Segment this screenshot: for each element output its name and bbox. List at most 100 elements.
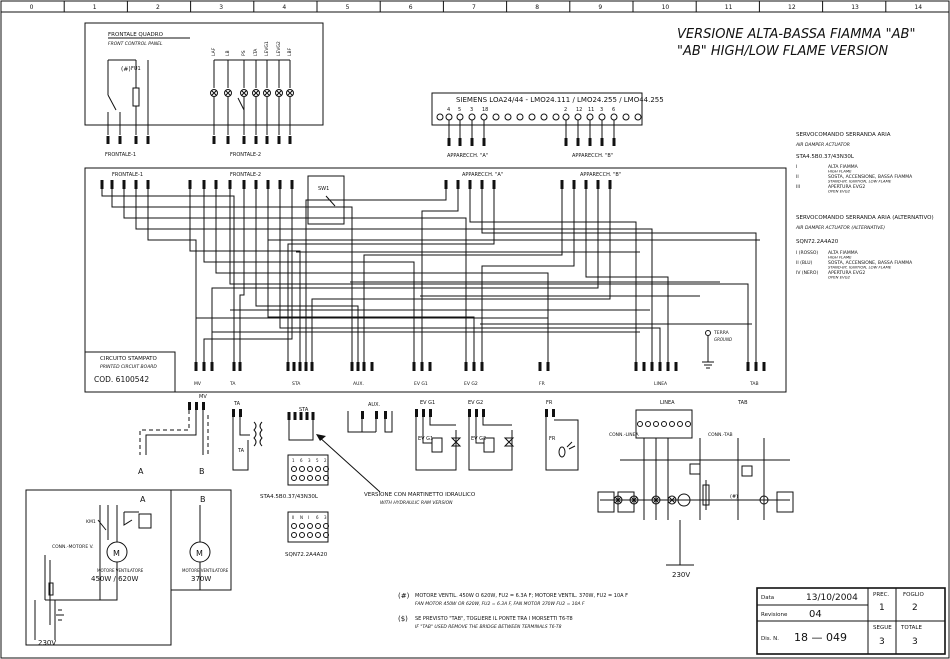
pcb-bottom-pin	[202, 362, 206, 371]
pcb-trace	[147, 189, 197, 362]
linea-230v: 230V	[672, 571, 690, 579]
ruler-number: 1	[93, 4, 97, 11]
pcb-top-pin	[134, 180, 138, 189]
pcb-top-pin	[100, 180, 104, 189]
pcb-trace	[189, 189, 301, 362]
pcb-trace	[481, 189, 575, 362]
terminal-screw-icon	[634, 113, 642, 121]
connector-pin	[265, 136, 269, 144]
siemens-terminal-number: 2	[564, 107, 567, 113]
siemens-terminal-number: 5	[458, 107, 461, 113]
pcb-bottom-pin	[746, 362, 750, 371]
connector-pin	[588, 138, 592, 146]
pcb-bottom-pin	[480, 362, 484, 371]
pcb-top-pin	[266, 180, 270, 189]
terminal-screw-icon	[516, 113, 524, 121]
ruler-number: 12	[788, 4, 796, 11]
sta-label: STA	[299, 407, 309, 413]
ruler-number: 6	[409, 4, 413, 11]
pcb-connector-label: EV G1	[414, 381, 428, 387]
connector-pin	[212, 136, 216, 144]
motor-a-m: M	[113, 549, 120, 558]
terminal-screw-icon	[637, 421, 643, 427]
terminal-screw-icon	[610, 113, 618, 121]
siemens-label: SIEMENS LOA24/44 - LMO24.111 / LMO24.255…	[456, 96, 664, 104]
motor-ground-icon	[56, 609, 64, 621]
terminal-screw-icon	[456, 113, 464, 121]
terminal-screw-icon	[552, 113, 560, 121]
ruler-number: 11	[725, 4, 733, 11]
terminal-screw-icon	[598, 113, 606, 121]
pcb-trace	[469, 189, 637, 362]
pcb-bottom-pin	[658, 362, 662, 371]
thermostat-icon	[689, 463, 701, 475]
connector-pin	[576, 138, 580, 146]
servo-item-it: ALTA FIAMMA	[828, 250, 859, 256]
sqn-model-label: SQN72.2A4A20	[285, 552, 328, 558]
terminal-screw-icon	[323, 523, 329, 529]
fu2-fuse-icon	[48, 582, 54, 596]
lamp-cross	[241, 90, 247, 96]
pcb-trace	[203, 189, 415, 362]
terminal-screw-icon	[315, 475, 321, 481]
lamp-icon	[263, 89, 271, 97]
terminal-number: 6	[316, 515, 319, 520]
ruler-number: 14	[914, 4, 922, 11]
pcb-trace	[203, 189, 293, 362]
siemens-control-box: SIEMENS LOA24/44 - LMO24.111 / LMO24.255…	[431, 92, 664, 159]
terminal-screw-icon	[291, 532, 297, 538]
pcb-bottom-pin	[472, 362, 476, 371]
evg2-label: EV G2	[468, 400, 483, 406]
servo-item-code: II (BLU)	[796, 260, 813, 266]
motor-a-label: A	[140, 495, 146, 504]
terminal-screw-icon	[291, 523, 297, 529]
terra-it: TERRA	[713, 330, 730, 336]
terminal-screw-icon	[323, 532, 329, 538]
siemens-terminal-number: 3	[470, 107, 473, 113]
heater-box-icon	[776, 491, 794, 513]
connector-pin	[458, 138, 462, 146]
servo-item-it: SOSTA, ACCENSIONE, BASSA FIAMMA	[828, 174, 913, 180]
terminal-screw-icon	[480, 113, 488, 121]
evg2-valve-icon	[503, 437, 515, 447]
rev-label: Revisione	[761, 612, 788, 618]
sta-pin	[293, 412, 297, 420]
front-panel-title-en: FRONT CONTROL PANEL	[108, 41, 163, 47]
pcb-bottom-pin	[666, 362, 670, 371]
pcb-trace	[279, 189, 661, 362]
evg2-valve: EV G2 EV G2	[468, 400, 515, 471]
km1-label: KM1	[86, 519, 96, 525]
pcb-bottom-pin	[310, 362, 314, 371]
siemens-terminal-number: 12	[576, 107, 582, 113]
pcb-app-b: APPARECCH. "B"	[580, 172, 621, 178]
linea-label: LINEA	[660, 400, 675, 406]
fuse-icon	[132, 87, 140, 107]
frontale-2-label: FRONTALE-2	[230, 152, 261, 158]
fr-label-2: FR	[549, 436, 556, 442]
pcb-top-pin	[480, 180, 484, 189]
sw1-label: SW1	[318, 186, 329, 192]
evg1-valve: EV G1 EV G1	[415, 400, 462, 471]
terminal-screw-icon	[661, 421, 667, 427]
foglio-value: 2	[912, 603, 918, 613]
pcb-trace	[363, 189, 563, 362]
note-1-sym: (#)	[398, 592, 410, 600]
arrow-icon	[316, 434, 326, 441]
lamp-cross	[264, 90, 270, 96]
terminal-screw-icon	[315, 523, 321, 529]
heater-box-icon	[597, 491, 615, 513]
flame-sensor-icon	[558, 446, 566, 458]
connector-pin	[482, 138, 486, 146]
lamp-icon	[286, 89, 294, 97]
servo-alt-title-it: SERVOCOMANDO SERRANDA ARIA (ALTERNATIVO)	[796, 215, 934, 221]
hydraulic-it: VERSIONE CON MARTINETTO IDRAULICO	[364, 492, 476, 498]
sw1-switch-icon	[325, 195, 336, 207]
pcb-top-pin	[468, 180, 472, 189]
terra-en: GROUND	[714, 337, 732, 342]
pcb-bottom-pin	[210, 362, 214, 371]
pcb-bottom-pin	[356, 362, 360, 371]
